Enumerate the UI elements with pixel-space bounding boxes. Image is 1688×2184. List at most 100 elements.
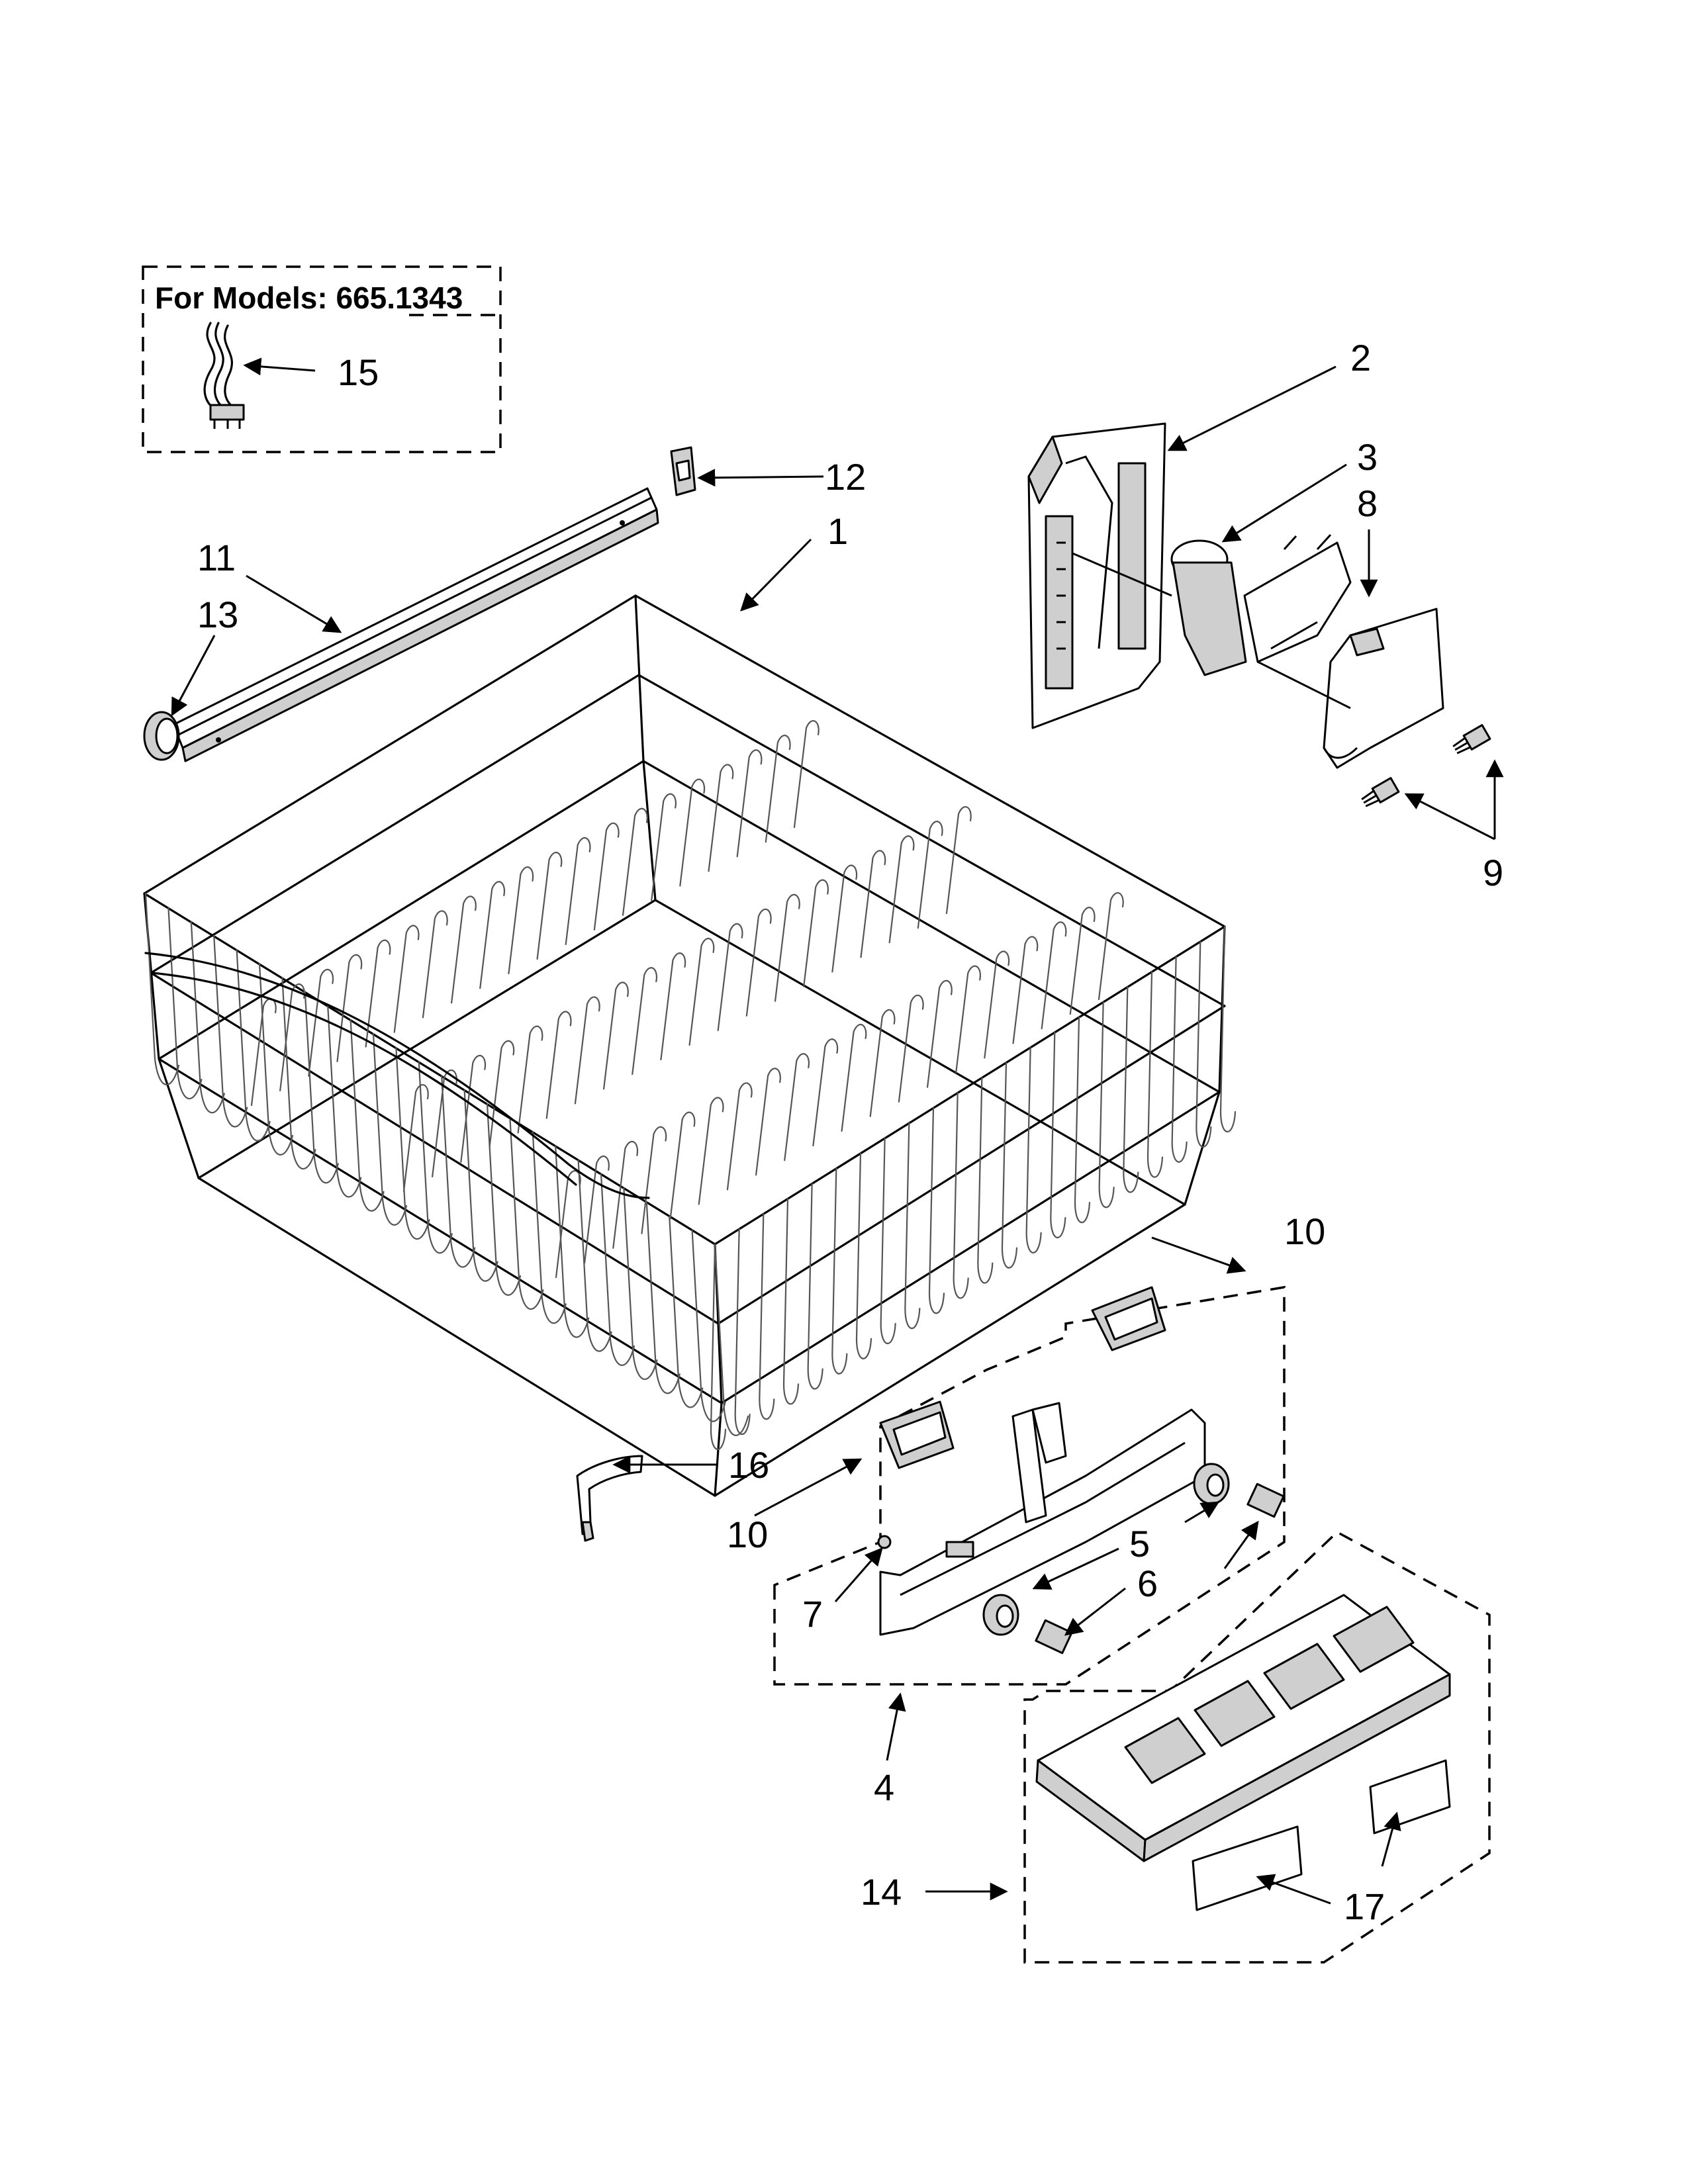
rack-side-wire bbox=[904, 1122, 921, 1329]
rack-tine bbox=[308, 968, 334, 1077]
rack-tine bbox=[926, 979, 953, 1088]
part-14-group-box bbox=[1023, 1530, 1491, 1964]
tray-cell bbox=[1333, 1606, 1415, 1673]
part-2-adjuster-housing bbox=[1027, 422, 1166, 729]
rack-side-wire bbox=[350, 1019, 385, 1212]
rack-tine bbox=[612, 1140, 639, 1249]
callout-5: 5 bbox=[1129, 1523, 1150, 1565]
rack-tine bbox=[917, 821, 943, 929]
rack-tine bbox=[479, 881, 506, 989]
leader-lines bbox=[171, 357, 1504, 1905]
callout-4: 4 bbox=[874, 1766, 894, 1808]
rack-side-wire bbox=[759, 1213, 775, 1420]
rack-tine bbox=[812, 1038, 839, 1147]
rack-side-wire bbox=[509, 1117, 544, 1310]
rack-side-wire bbox=[213, 934, 248, 1128]
rack-side-wire bbox=[1098, 1001, 1115, 1208]
rack-side-wire bbox=[977, 1077, 994, 1284]
rack-tine bbox=[898, 994, 924, 1103]
callout-labels: 1 2 3 4 5 6 6 7 8 9 10 10 11 12 13 14 15… bbox=[197, 337, 1503, 1927]
part-11-rack-rail bbox=[172, 487, 659, 762]
rack-tine bbox=[669, 1111, 696, 1220]
rack-side-wire bbox=[782, 1198, 800, 1405]
part-14-cutlery-tray bbox=[1035, 1594, 1451, 1862]
part-12-rail-clip bbox=[670, 446, 696, 496]
rack-tine bbox=[565, 837, 591, 945]
rack-side-wire bbox=[953, 1092, 969, 1299]
rack-tine bbox=[708, 764, 734, 872]
part-4-rack-track bbox=[879, 1402, 1206, 1636]
rack-tine bbox=[660, 952, 686, 1061]
rack-side-wire bbox=[1074, 1017, 1091, 1223]
part-16-rack-stop bbox=[576, 1455, 643, 1542]
rack-side-wire bbox=[1196, 940, 1212, 1148]
part-9-screws bbox=[1361, 724, 1491, 807]
rack-tine bbox=[726, 1082, 753, 1191]
rack-side-wire bbox=[734, 1228, 751, 1435]
part-10-rack-slides bbox=[879, 1286, 1166, 1469]
part-4-group-box bbox=[773, 1285, 1286, 1686]
rack-side-wire bbox=[577, 1159, 612, 1352]
rack-tine bbox=[402, 1084, 429, 1193]
rack-side-wire bbox=[281, 977, 316, 1170]
rack-side-wire bbox=[463, 1089, 498, 1282]
rack-side-wire bbox=[1219, 925, 1237, 1132]
rack-side-wire bbox=[1025, 1046, 1042, 1253]
rack-side-wire bbox=[555, 1145, 590, 1338]
model-note-box: For Models: 665.1343 bbox=[142, 265, 502, 453]
rack-tine bbox=[1069, 907, 1096, 1015]
rack-tine bbox=[1012, 936, 1039, 1044]
rack-tine bbox=[593, 822, 620, 931]
rack-tine bbox=[651, 793, 677, 901]
rack-tine bbox=[698, 1097, 724, 1205]
rack-tine bbox=[803, 879, 829, 987]
rack-tine bbox=[841, 1023, 867, 1132]
rack-side-wire bbox=[190, 921, 225, 1114]
rack-tine bbox=[860, 850, 886, 958]
rack-tine bbox=[784, 1053, 810, 1161]
rack-tine bbox=[745, 908, 772, 1017]
rack-tine bbox=[489, 1040, 515, 1148]
rack-tine bbox=[765, 735, 791, 843]
callout-10b: 10 bbox=[727, 1514, 768, 1555]
rack-tine bbox=[688, 937, 715, 1046]
rack-tine bbox=[422, 910, 448, 1019]
rack-tine bbox=[1098, 892, 1124, 1001]
rack-tine bbox=[574, 996, 600, 1105]
rack-side-wire bbox=[532, 1131, 567, 1324]
callout-3: 3 bbox=[1357, 436, 1378, 478]
rack-side-wire bbox=[1147, 971, 1164, 1178]
rack-side-wire bbox=[167, 907, 203, 1100]
rack-tine bbox=[250, 998, 277, 1107]
rack-side-wire bbox=[710, 1243, 727, 1450]
tray-cell bbox=[1124, 1717, 1206, 1784]
callout-16: 16 bbox=[728, 1444, 769, 1486]
rack-tine bbox=[869, 1009, 896, 1117]
rack-side-wire bbox=[600, 1173, 635, 1366]
rack-tine bbox=[622, 807, 648, 916]
callout-7: 7 bbox=[802, 1593, 823, 1635]
rack-tine bbox=[393, 925, 420, 1033]
rack-side-wire bbox=[486, 1103, 522, 1296]
rack-tine bbox=[451, 895, 477, 1004]
rack-side-wire bbox=[669, 1215, 704, 1408]
part-8-adjuster-cover bbox=[1323, 608, 1444, 769]
rack-side-wire bbox=[144, 892, 180, 1085]
rack-side-wire bbox=[441, 1075, 476, 1268]
rack-side-wire bbox=[714, 1243, 749, 1436]
rack-tine bbox=[460, 1054, 487, 1163]
callout-2: 2 bbox=[1350, 337, 1371, 379]
callout-17: 17 bbox=[1344, 1886, 1385, 1927]
rack-tine bbox=[603, 981, 629, 1090]
rack-tine bbox=[736, 749, 763, 858]
callout-10a: 10 bbox=[1284, 1210, 1325, 1252]
rack-side-wire bbox=[1050, 1031, 1066, 1238]
part-13-rail-end-cap bbox=[143, 711, 180, 761]
rack-side-wire bbox=[418, 1061, 453, 1254]
callout-8: 8 bbox=[1357, 482, 1378, 524]
part-7-screw bbox=[877, 1535, 892, 1549]
rack-tine bbox=[888, 835, 915, 944]
callout-6a: 6 bbox=[1137, 1563, 1158, 1604]
rack-tine bbox=[955, 965, 982, 1073]
rack-tine bbox=[945, 806, 972, 915]
